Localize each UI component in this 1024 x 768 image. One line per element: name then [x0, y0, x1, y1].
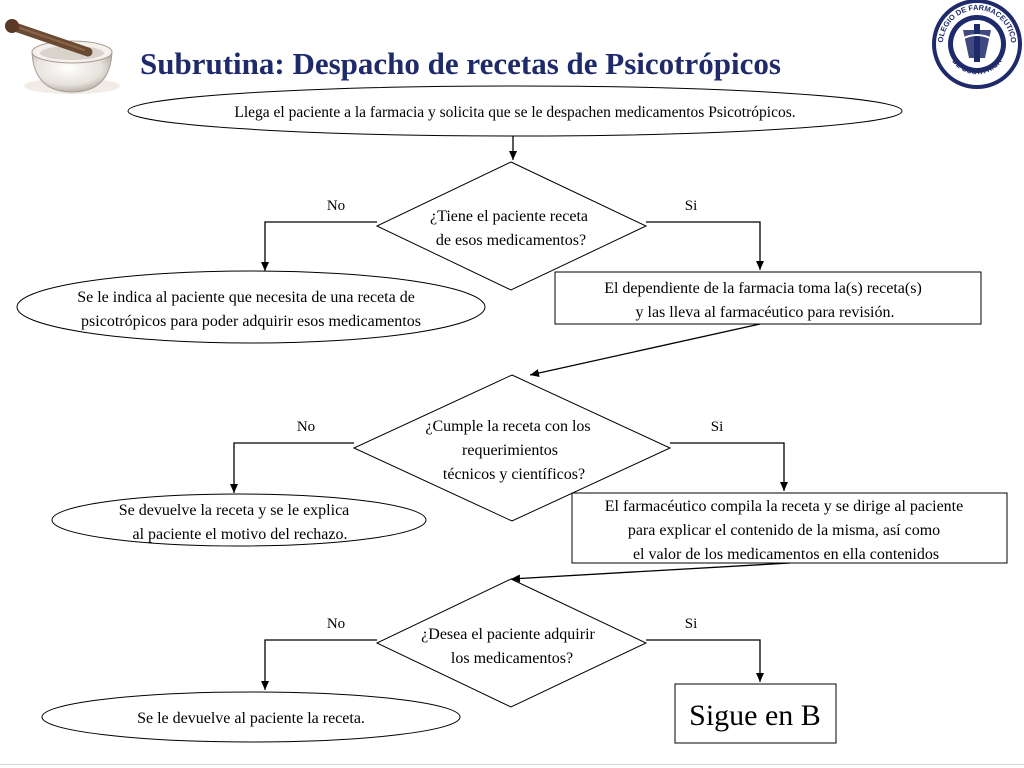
no-2-ellipse [51, 493, 427, 547]
decision-diamond-2 [352, 374, 672, 522]
logo-text-top: COLEGIO DE FARMACEUTICOS [0, 0, 1018, 43]
yes-3-text: Sigue en B [689, 699, 821, 732]
label-yes-3: Si [685, 616, 698, 632]
decision-diamond-1 [375, 161, 648, 291]
no-1-text: Se le indica al paciente que necesita de… [77, 289, 421, 330]
yes-2-text: El farmacéutico compila la receta y se d… [605, 498, 967, 563]
no-2-text: Se devuelve la receta y se le explica al… [119, 502, 354, 543]
connector-q1-yes [646, 221, 764, 270]
label-yes-1: Si [685, 198, 698, 214]
no-3-ellipse [41, 691, 461, 743]
label-yes-2: Si [711, 419, 724, 435]
no-3-text: Se le devuelve al paciente la receta. [137, 710, 365, 727]
label-no-3: No [327, 616, 345, 632]
connector-yes1-to-q2 [529, 323, 761, 377]
mortar-pestle-icon [5, 19, 120, 94]
yes-1-text: El dependiente de la farmacia toma la(s)… [604, 280, 926, 321]
decision-2-text: ¿Cumple la receta con los requerimientos… [425, 418, 594, 483]
yes-2-box [571, 492, 1008, 564]
connector-q2-yes [670, 442, 788, 491]
start-ellipse [127, 85, 903, 137]
colegio-logo: COLEGIO DE FARMACEUTICOS DE COSTA RICA [0, 0, 1022, 89]
connector-q1-no [261, 221, 377, 271]
label-no-1: No [327, 198, 345, 214]
no-1-ellipse [16, 270, 486, 344]
svg-text:COLEGIO DE FARMACEUTICOS: COLEGIO DE FARMACEUTICOS [0, 0, 1018, 43]
decision-3-text: ¿Desea el paciente adquirir los medicame… [421, 626, 599, 667]
yes-3-box [674, 683, 837, 744]
connector-q2-no [230, 442, 354, 493]
page-title: Subrutina: Despacho de recetas de Psicot… [140, 46, 781, 81]
yes-1-box [554, 271, 982, 325]
connector-q3-no [261, 639, 377, 690]
connector-q3-yes [646, 639, 764, 682]
label-no-2: No [297, 419, 315, 435]
connector-yes2-to-q3 [510, 562, 791, 583]
decision-1-text: ¿Tiene el paciente receta de esos medica… [430, 208, 592, 249]
bottom-divider [0, 764, 1024, 765]
decision-diamond-3 [375, 578, 648, 708]
start-text: Llega el paciente a la farmacia y solici… [234, 104, 795, 121]
